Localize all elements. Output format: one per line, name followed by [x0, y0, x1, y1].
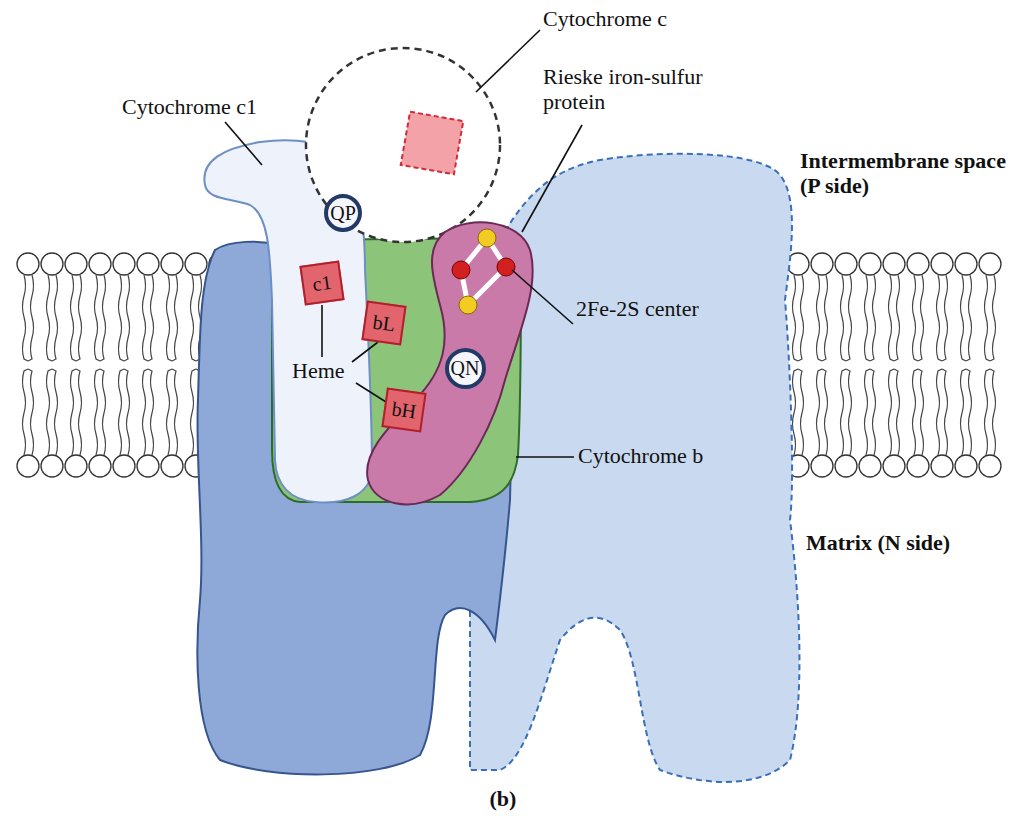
part-label: Rieske iron-sulfur protein: [543, 64, 743, 115]
part-label: Cytochrome c1: [122, 94, 257, 119]
cytochrome-c1-shape: [204, 140, 372, 502]
heme-square: bL: [361, 300, 406, 345]
part-label: Cytochrome b: [578, 443, 703, 468]
part-label: Cytochrome c: [543, 6, 667, 31]
node-text: bL: [371, 310, 396, 336]
node-text: bH: [390, 397, 417, 423]
part-label: Matrix (N side): [806, 530, 950, 555]
part-label: 2Fe-2S center: [576, 296, 699, 321]
node-text: QN: [451, 357, 480, 380]
heme-square: [401, 112, 464, 175]
rieske-protein-shape: [367, 222, 533, 504]
quinone-site: QN: [445, 348, 486, 389]
quinone-site: QP: [324, 194, 362, 232]
node-text: c1: [311, 270, 333, 295]
part-label: Heme: [292, 358, 345, 383]
cytochrome-c-outline: [306, 48, 500, 242]
part-label: Intermembrane space (P side): [800, 148, 1016, 199]
node-text: QP: [330, 202, 356, 225]
iron-sulfur-cluster: [452, 229, 515, 314]
leader-line: [225, 30, 582, 457]
figure-caption: (b): [490, 786, 517, 811]
heme-square: bH: [381, 387, 426, 432]
heme-square: c1: [299, 260, 344, 305]
